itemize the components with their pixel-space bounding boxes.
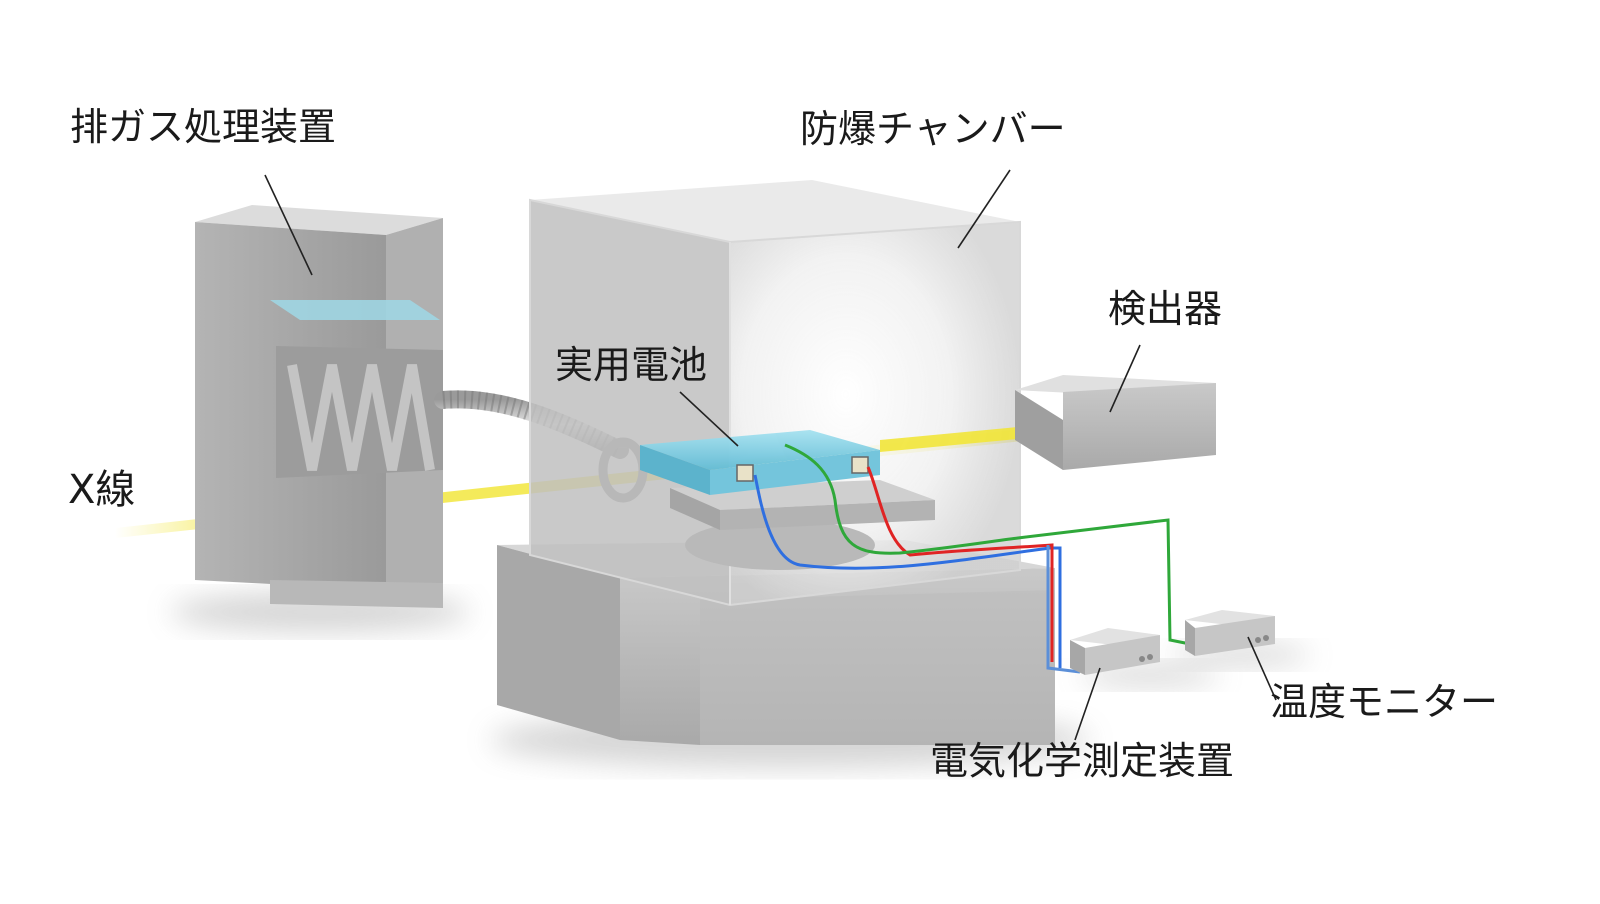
wire-green xyxy=(784,443,1196,647)
temperature-monitor xyxy=(1185,610,1275,656)
battery-terminal-left xyxy=(736,464,754,482)
detector xyxy=(1015,375,1216,470)
electrochemical-instrument xyxy=(1070,628,1160,675)
wire-red xyxy=(866,466,1054,662)
label-detector: 検出器 xyxy=(1108,287,1223,331)
practical-battery xyxy=(640,430,880,495)
wire-blue xyxy=(753,474,1062,668)
wire-bundle xyxy=(1046,545,1081,674)
label-exhaust-gas-unit: 排ガス処理装置 xyxy=(70,105,337,149)
label-electrochemical-instrument: 電気化学測定装置 xyxy=(930,739,1235,783)
label-xray: X線 xyxy=(68,467,136,513)
cables xyxy=(753,443,1196,674)
label-practical-battery: 実用電池 xyxy=(555,343,708,387)
label-explosion-proof-chamber: 防爆チャンバー xyxy=(800,107,1066,151)
label-temperature-monitor: 温度モニター xyxy=(1270,680,1499,724)
leader-lines xyxy=(264,169,1277,741)
battery-terminal-right xyxy=(851,456,869,474)
exhaust-gas-unit xyxy=(195,205,443,608)
